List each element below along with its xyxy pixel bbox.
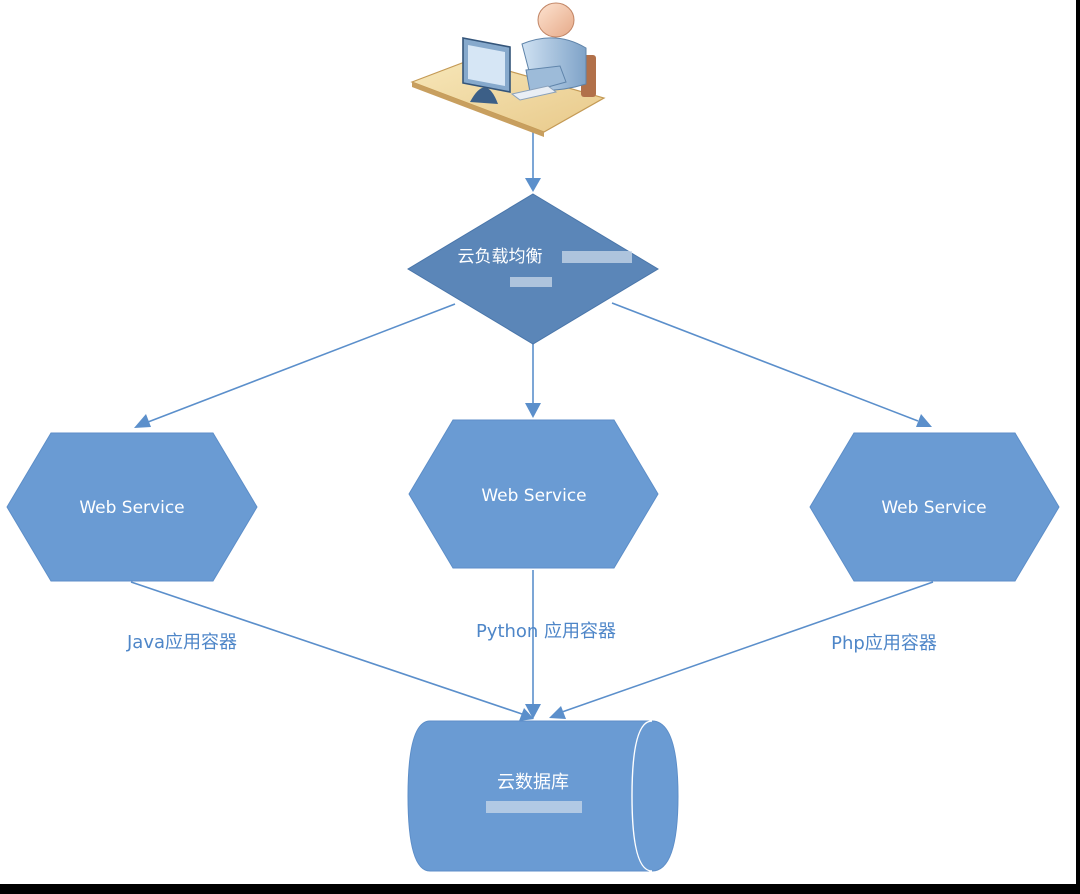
connector-balancer-to-left-service — [147, 303, 456, 423]
arrowhead — [916, 414, 932, 427]
load-balancer-obscured-text — [562, 251, 632, 263]
arrowhead — [525, 704, 541, 719]
user-at-computer-icon — [410, 2, 606, 137]
load-balancer-node: 云负载均衡 — [407, 193, 659, 345]
load-balancer-label: 云负载均衡 — [458, 247, 543, 267]
web-service-left: Web Service — [6, 432, 258, 582]
web-service-hexagon — [6, 432, 258, 582]
arrowhead — [525, 403, 541, 418]
load-balancer-diamond — [407, 193, 659, 345]
web-service-middle: Web Service — [408, 419, 659, 569]
container-label-python: Python 应用容器 — [476, 621, 616, 642]
arrowhead — [549, 706, 566, 719]
database-label: 云数据库 — [497, 772, 569, 793]
container-label-php: Php应用容器 — [831, 633, 937, 654]
diagram-frame-bottom — [0, 884, 1080, 894]
web-service-right: Web Service — [809, 432, 1060, 582]
load-balancer-obscured-text — [510, 277, 552, 287]
database-obscured-text — [486, 801, 582, 813]
connectors — [130, 130, 934, 721]
arrowhead — [525, 178, 541, 192]
connector-balancer-to-right-service — [611, 302, 919, 422]
web-service-label: Web Service — [79, 498, 184, 518]
database-cylinder — [407, 720, 679, 872]
arrowhead — [134, 414, 151, 428]
database-cylinder-rim — [631, 720, 653, 872]
web-service-hexagon — [809, 432, 1060, 582]
container-label-java: Java应用容器 — [126, 632, 237, 653]
connector-right-service-to-db — [561, 581, 934, 713]
web-service-label: Web Service — [481, 486, 586, 506]
arrowhead — [519, 708, 534, 721]
web-service-hexagon — [408, 419, 659, 569]
database-node: 云数据库 — [407, 720, 679, 872]
connector-left-service-to-db — [130, 581, 523, 715]
web-service-label: Web Service — [881, 498, 986, 518]
diagram-frame-right — [1076, 0, 1080, 894]
